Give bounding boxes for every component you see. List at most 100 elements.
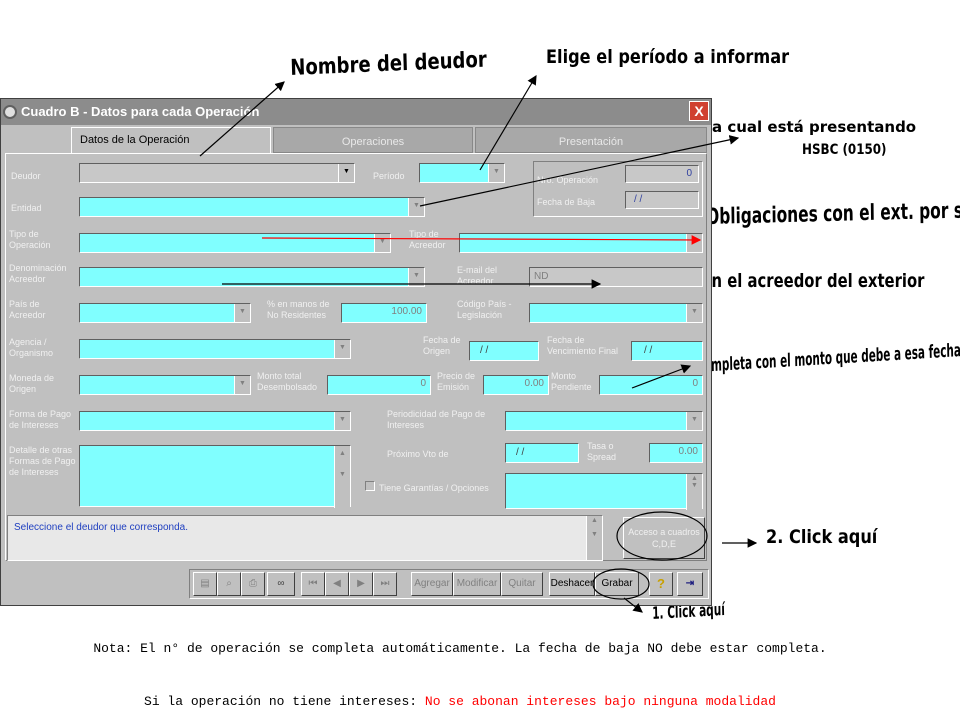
fecha-vencimiento-field[interactable]: / / xyxy=(631,341,703,361)
pais-acreedor-label: País de Acreedor xyxy=(9,299,46,320)
nro-operacion-label: Nro. Operación xyxy=(537,175,599,185)
chevron-down-icon[interactable]: ▼ xyxy=(234,304,250,322)
deudor-label: Deudor xyxy=(11,171,41,181)
toolbar xyxy=(189,569,709,599)
proximo-vto-label: Próximo Vto de xyxy=(387,449,449,459)
cuadro-b-window: Cuadro B - Datos para cada Operación X D… xyxy=(0,98,712,606)
monto-pendiente-value: 0 xyxy=(692,378,698,389)
close-icon[interactable]: X xyxy=(689,101,709,121)
chevron-down-icon[interactable]: ▼ xyxy=(408,268,424,286)
note-line-2-red: No se abonan intereses bajo ninguna moda… xyxy=(424,694,776,709)
chevron-down-icon[interactable]: ▼ xyxy=(334,340,350,358)
fecha-baja-value: / / xyxy=(634,194,643,205)
periodicidad-label: Periodicidad de Pago de Intereses xyxy=(387,409,486,430)
agencia-select[interactable]: ▼ xyxy=(79,339,351,359)
pais-acreedor-select[interactable]: ▼ xyxy=(79,303,251,323)
nro-operacion-value: 0 xyxy=(686,168,692,179)
scrollbar[interactable]: ▲▼ xyxy=(334,446,350,508)
prev-record-icon[interactable]: ◀ xyxy=(325,572,349,596)
precio-emision-label: Precio de Emisión xyxy=(437,371,476,392)
tasa-spread-field[interactable]: 0.00 xyxy=(649,443,703,463)
exit-icon[interactable]: ⇥ xyxy=(677,572,703,596)
forma-pago-label: Forma de Pago de Intereses xyxy=(9,409,72,430)
fecha-origen-value: / / xyxy=(480,345,489,356)
monto-pendiente-field[interactable]: 0 xyxy=(599,375,703,395)
fecha-origen-field[interactable]: / / xyxy=(469,341,539,361)
info-box xyxy=(533,161,703,217)
annotation-hsbc: HSBC (0150) xyxy=(802,142,887,158)
fecha-origen-label: Fecha de Origen xyxy=(423,335,461,356)
entidad-select[interactable]: ▼ xyxy=(79,197,425,217)
chevron-down-icon[interactable]: ▼ xyxy=(338,164,354,182)
tab-datos-operacion[interactable]: Datos de la Operación xyxy=(71,127,271,153)
denominacion-acreedor-select[interactable]: ▼ xyxy=(79,267,425,287)
detalle-label: Detalle de otras Formas de Pago de Inter… xyxy=(9,445,76,477)
tasa-spread-label: Tasa o Spread xyxy=(587,441,617,462)
precio-emision-field[interactable]: 0.00 xyxy=(483,375,549,395)
fecha-baja-label: Fecha de Baja xyxy=(537,197,596,207)
periodo-select[interactable]: ▼ xyxy=(419,163,505,183)
quitar-button[interactable]: Quitar xyxy=(501,572,543,596)
modificar-button[interactable]: Modificar xyxy=(453,572,501,596)
tab-presentacion[interactable]: Presentación xyxy=(475,127,707,153)
chevron-down-icon[interactable]: ▼ xyxy=(408,198,424,216)
email-acreedor-field[interactable]: ND xyxy=(529,267,703,287)
chevron-down-icon[interactable]: ▼ xyxy=(234,376,250,394)
note-line-1: Nota: El n° de operación se completa aut… xyxy=(93,641,827,656)
scrollbar[interactable]: ▲▼ xyxy=(686,474,702,510)
chevron-down-icon[interactable]: ▼ xyxy=(686,412,702,430)
fecha-vencimiento-label: Fecha de Vencimiento Final xyxy=(547,335,619,356)
periodo-label: Período xyxy=(373,171,405,181)
first-record-icon[interactable]: ⏮ xyxy=(301,572,325,596)
garantias-checkbox[interactable] xyxy=(365,481,375,491)
print-preview-icon[interactable]: ▤ xyxy=(193,572,217,596)
moneda-origen-select[interactable]: ▼ xyxy=(79,375,251,395)
chevron-down-icon[interactable]: ▼ xyxy=(488,164,504,182)
deshacer-button[interactable]: Deshacer xyxy=(549,572,595,596)
pct-no-residentes-label: % en manos de No Residentes xyxy=(267,299,330,320)
garantias-textarea[interactable]: ▲▼ xyxy=(505,473,703,510)
codigo-pais-select[interactable]: ▼ xyxy=(529,303,703,323)
zoom-doc-icon[interactable]: ⌕ xyxy=(217,572,241,596)
window-icon xyxy=(3,105,17,119)
status-box: Seleccione el deudor que corresponda. ▲▼ xyxy=(7,515,603,561)
monto-total-value: 0 xyxy=(420,378,426,389)
pct-no-residentes-field[interactable]: 100.00 xyxy=(341,303,427,323)
agencia-label: Agencia / Organismo xyxy=(9,337,54,358)
deudor-select[interactable]: ▼ xyxy=(79,163,355,183)
note-line-2-prefix: Si la operación no tiene intereses: xyxy=(144,694,425,709)
help-icon[interactable]: ? xyxy=(649,572,673,596)
codigo-pais-label: Código País - Legislación xyxy=(457,299,512,320)
fecha-vencimiento-value: / / xyxy=(644,345,653,356)
pct-no-residentes-value: 100.00 xyxy=(391,306,422,317)
periodicidad-select[interactable]: ▼ xyxy=(505,411,703,431)
printer-icon[interactable]: ⎙ xyxy=(241,572,265,596)
monto-total-label: Monto total Desembolsado xyxy=(257,371,318,392)
proximo-vto-value: / / xyxy=(516,447,525,458)
window-title: Cuadro B - Datos para cada Operación xyxy=(21,104,260,119)
monto-pendiente-label: Monto Pendiente xyxy=(551,371,592,392)
tab-operaciones[interactable]: Operaciones xyxy=(273,127,473,153)
grabar-button[interactable]: Grabar xyxy=(595,572,639,596)
moneda-origen-label: Moneda de Origen xyxy=(9,373,55,394)
precio-emision-value: 0.00 xyxy=(524,378,544,389)
agregar-button[interactable]: Agregar xyxy=(411,572,453,596)
fecha-baja-field[interactable]: / / xyxy=(625,191,699,209)
tasa-spread-value: 0.00 xyxy=(678,446,698,457)
proximo-vto-field[interactable]: / / xyxy=(505,443,579,463)
email-acreedor-label: E-mail del Acreedor xyxy=(457,265,498,286)
next-record-icon[interactable]: ▶ xyxy=(349,572,373,596)
monto-total-field[interactable]: 0 xyxy=(327,375,431,395)
detalle-textarea[interactable]: ▲▼ xyxy=(79,445,351,508)
status-message: Seleccione el deudor que corresponda. xyxy=(14,522,189,533)
scrollbar[interactable]: ▲▼ xyxy=(586,516,602,560)
binoculars-icon[interactable]: ∞ xyxy=(267,572,295,596)
denominacion-acreedor-label: Denominación Acreedor xyxy=(9,263,67,284)
tipo-operacion-label: Tipo de Operación xyxy=(9,229,51,250)
acceso-cuadros-button[interactable]: Acceso a cuadros C,D,E xyxy=(623,517,705,559)
chevron-down-icon[interactable]: ▼ xyxy=(334,412,350,430)
chevron-down-icon[interactable]: ▼ xyxy=(686,304,702,322)
last-record-icon[interactable]: ⏭ xyxy=(373,572,397,596)
forma-pago-select[interactable]: ▼ xyxy=(79,411,351,431)
